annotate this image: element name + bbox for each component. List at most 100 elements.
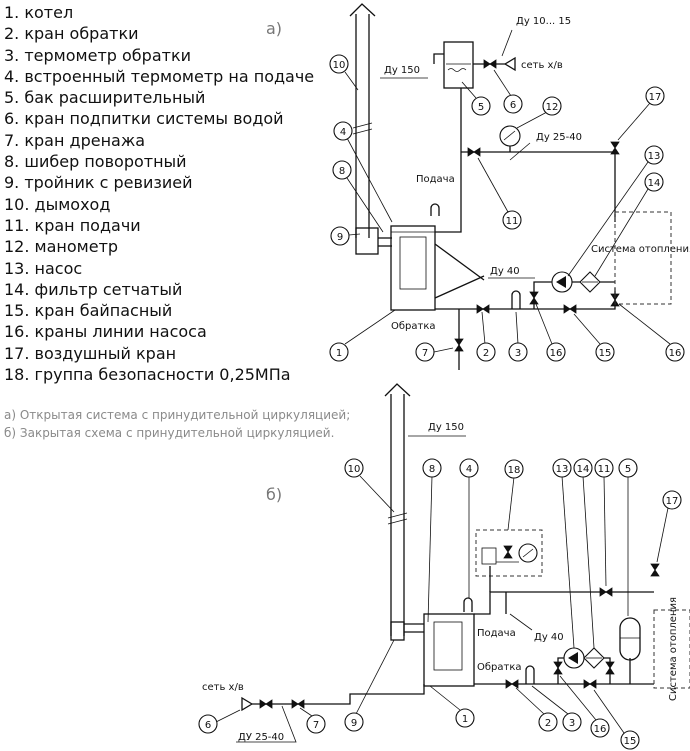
supply-label-a: Подача (416, 174, 455, 185)
svg-text:14: 14 (648, 178, 661, 189)
callout-a-10: 10 (329, 54, 359, 91)
water-main-label-b: сеть х/в (202, 682, 244, 693)
callout-a-2: 2 (476, 311, 496, 362)
diagram-a: а) Ду 150 Обратка сеть х/в (266, 3, 690, 370)
legend-item-18: 18. группа безопасности 0,25МПа (4, 365, 291, 385)
svg-text:16: 16 (550, 348, 563, 359)
heating-system-box-b (653, 609, 690, 689)
callout-b-16: 16 (559, 675, 610, 738)
callout-a-17: 17 (617, 86, 665, 141)
svg-text:16: 16 (669, 348, 682, 359)
svg-text:1: 1 (462, 714, 468, 725)
boiler-a (390, 225, 436, 311)
svg-text:9: 9 (337, 232, 343, 243)
supply-pipe-label-a: Ду 25-40 (536, 132, 582, 143)
heating-system-box-a (614, 211, 672, 305)
callout-b-18: 18 (504, 459, 524, 531)
callout-a-4: 4 (333, 121, 393, 223)
legend-item-2: 2. кран обратки (4, 24, 139, 44)
chimney-label-a: Ду 150 (384, 65, 420, 76)
svg-text:5: 5 (478, 102, 484, 113)
diagram-b: б) Ду 150 Обратка Подача Ду 40 (202, 383, 690, 743)
heating-system-label-a: Система отопления (591, 244, 690, 255)
callout-b-7: 7 (299, 707, 326, 734)
callout-b-11: 11 (594, 458, 614, 587)
callouts-a: 1 2 3 4 5 6 7 8 9 10 11 12 13 14 15 16 1… (329, 54, 685, 362)
svg-text:12: 12 (546, 102, 559, 113)
callout-a-7: 7 (415, 342, 454, 362)
svg-text:17: 17 (666, 496, 679, 507)
legend-item-9: 9. тройник с ревизией (4, 173, 193, 193)
svg-text:17: 17 (649, 92, 662, 103)
legend-item-11: 11. кран подачи (4, 215, 141, 235)
callout-b-14: 14 (573, 458, 595, 649)
svg-text:3: 3 (515, 348, 521, 359)
legend-item-16: 16. краны линии насоса (4, 322, 207, 342)
callout-b-8: 8 (422, 458, 442, 623)
legend-item-15: 15. кран байпасный (4, 301, 173, 321)
callout-a-9: 9 (330, 226, 361, 246)
callout-a-6: 6 (493, 69, 523, 114)
svg-text:1: 1 (336, 348, 342, 359)
section-label-a: а) (266, 19, 282, 38)
svg-text:16: 16 (594, 724, 607, 735)
svg-text:11: 11 (598, 464, 611, 475)
expansion-tank-b (619, 617, 641, 661)
callout-a-8: 8 (332, 160, 384, 233)
callout-a-5: 5 (461, 81, 491, 116)
return-label-a: Обратка (391, 321, 436, 332)
legend-item-3: 3. термометр обратки (4, 45, 192, 65)
svg-text:4: 4 (340, 127, 346, 138)
legend-item-17: 17. воздушный кран (4, 343, 177, 363)
svg-text:5: 5 (625, 464, 631, 475)
callout-a-12: 12 (516, 96, 562, 129)
callout-b-2: 2 (515, 687, 558, 732)
svg-text:10: 10 (348, 464, 361, 475)
svg-text:15: 15 (599, 348, 612, 359)
note-open-system: а) Открытая система с принудительной цир… (4, 408, 351, 422)
callout-b-15: 15 (593, 689, 640, 750)
legend-item-14: 14. фильтр сетчатый (4, 279, 183, 299)
svg-text:13: 13 (648, 151, 661, 162)
chimney-a (349, 3, 392, 255)
svg-text:8: 8 (339, 166, 345, 177)
callout-b-6: 6 (198, 709, 241, 734)
pressure-gauge-a (499, 125, 521, 147)
legend-item-10: 10. дымоход (4, 194, 111, 214)
svg-text:2: 2 (545, 718, 551, 729)
callout-a-3: 3 (508, 311, 528, 362)
svg-text:10: 10 (333, 60, 346, 71)
svg-text:8: 8 (429, 464, 435, 475)
return-pipe-label-b: Ду 40 (534, 632, 564, 643)
legend-item-8: 8. шибер поворотный (4, 152, 187, 172)
callout-a-14: 14 (594, 172, 664, 277)
boiler-b (423, 613, 475, 687)
return-label-b: Обратка (477, 662, 522, 673)
callout-b-10: 10 (344, 458, 395, 513)
callout-b-9: 9 (344, 639, 395, 732)
svg-text:11: 11 (506, 216, 519, 227)
svg-text:14: 14 (577, 464, 590, 475)
callout-a-13: 13 (567, 145, 664, 277)
callouts-b: 1 2 3 4 5 6 7 8 9 10 11 13 14 15 16 17 1… (198, 458, 682, 750)
water-main-label-a: сеть х/в (521, 60, 563, 71)
callout-b-13: 13 (552, 458, 575, 649)
callout-a-1: 1 (329, 309, 396, 362)
svg-text:3: 3 (569, 718, 575, 729)
legend-item-7: 7. кран дренажа (4, 130, 146, 150)
legend-item-4: 4. встроенный термометр на подаче (4, 66, 315, 86)
callout-a-16-right: 16 (618, 303, 685, 362)
callout-b-5: 5 (618, 458, 638, 616)
svg-text:15: 15 (624, 736, 637, 747)
callout-a-11: 11 (477, 157, 522, 230)
callout-a-16-left: 16 (535, 303, 566, 362)
legend-item-1: 1. котел (4, 3, 74, 22)
supply-label-b: Подача (477, 628, 516, 639)
svg-text:7: 7 (422, 348, 428, 359)
feed-pipe-label-a: Ду 10... 15 (516, 16, 571, 27)
callout-a-15: 15 (573, 313, 615, 362)
callout-b-4: 4 (459, 458, 479, 598)
scheme-notes: а) Открытая система с принудительной цир… (4, 406, 350, 442)
callout-b-17: 17 (656, 490, 682, 563)
